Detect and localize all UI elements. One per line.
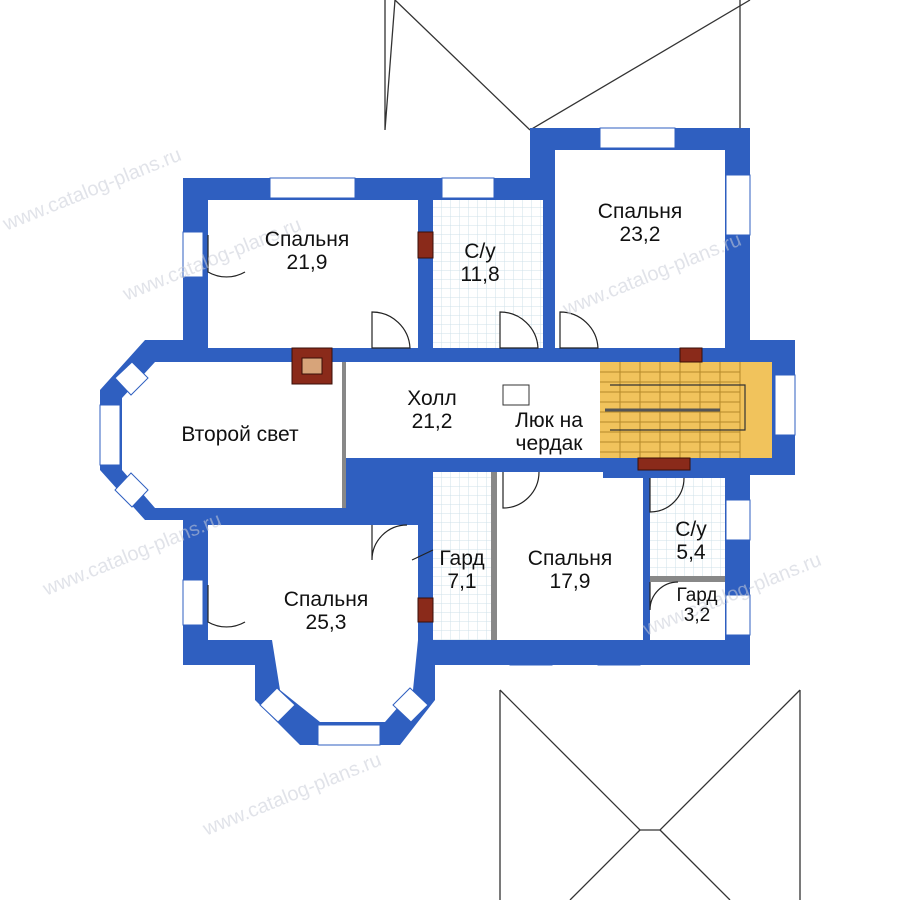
second-light-floor bbox=[122, 362, 342, 508]
room-area: 5,4 bbox=[676, 541, 706, 564]
room-label-hall: Холл 21,2 bbox=[407, 387, 457, 433]
room-name: С/у bbox=[675, 518, 707, 541]
room-area: 3,2 bbox=[683, 605, 711, 626]
room-label-bathroom-1: С/у 11,8 bbox=[460, 240, 499, 286]
room-name: Спальня bbox=[264, 228, 350, 251]
room-name: Люк на bbox=[515, 409, 583, 432]
hall-floor bbox=[346, 362, 600, 458]
attic-hatch-box bbox=[502, 384, 530, 406]
room-name: Гард bbox=[676, 585, 718, 606]
room-label-bedroom-2: Спальня 23,2 bbox=[598, 200, 682, 246]
room-label-wardrobe-2: Гард 3,2 bbox=[676, 586, 717, 626]
room-label-attic-hatch: Люк на чердак bbox=[515, 409, 583, 455]
wardrobe-2-floor bbox=[650, 582, 725, 640]
room-name: Холл bbox=[407, 387, 457, 410]
room-area: 11,8 bbox=[460, 263, 500, 286]
doors bbox=[207, 235, 685, 628]
room-area: 23,2 bbox=[619, 223, 661, 246]
room-area: чердак bbox=[515, 432, 583, 455]
room-label-bedroom-3: Спальня 17,9 bbox=[528, 547, 612, 593]
roof-outline bbox=[384, 0, 801, 900]
bedroom-2-floor bbox=[555, 150, 725, 348]
bedroom-3-floor bbox=[497, 472, 643, 640]
room-label-wardrobe-1: Гард 7,1 bbox=[439, 547, 484, 593]
room-area: 25,3 bbox=[305, 611, 347, 634]
room-name: С/у bbox=[464, 240, 496, 263]
bedroom-4-floor bbox=[208, 525, 418, 722]
room-area: 21,2 bbox=[411, 410, 453, 433]
room-area: 17,9 bbox=[549, 570, 591, 593]
bathroom-2-floor bbox=[650, 478, 725, 576]
staircase bbox=[600, 362, 746, 458]
room-name: Спальня bbox=[283, 588, 369, 611]
room-name: Второй свет bbox=[181, 423, 299, 446]
chimney-icons bbox=[291, 231, 703, 623]
room-name: Спальня bbox=[597, 200, 683, 223]
wardrobe-1-floor bbox=[433, 472, 491, 640]
room-label-bedroom-4: Спальня 25,3 bbox=[284, 588, 368, 634]
room-label-second-light: Второй свет bbox=[181, 423, 298, 446]
room-name: Гард bbox=[439, 547, 485, 570]
room-label-bathroom-2: С/у 5,4 bbox=[675, 518, 707, 564]
room-label-bedroom-1: Спальня 21,9 bbox=[265, 228, 349, 274]
room-name: Спальня bbox=[527, 547, 613, 570]
room-area: 21,9 bbox=[286, 251, 328, 274]
room-area: 7,1 bbox=[447, 570, 477, 593]
